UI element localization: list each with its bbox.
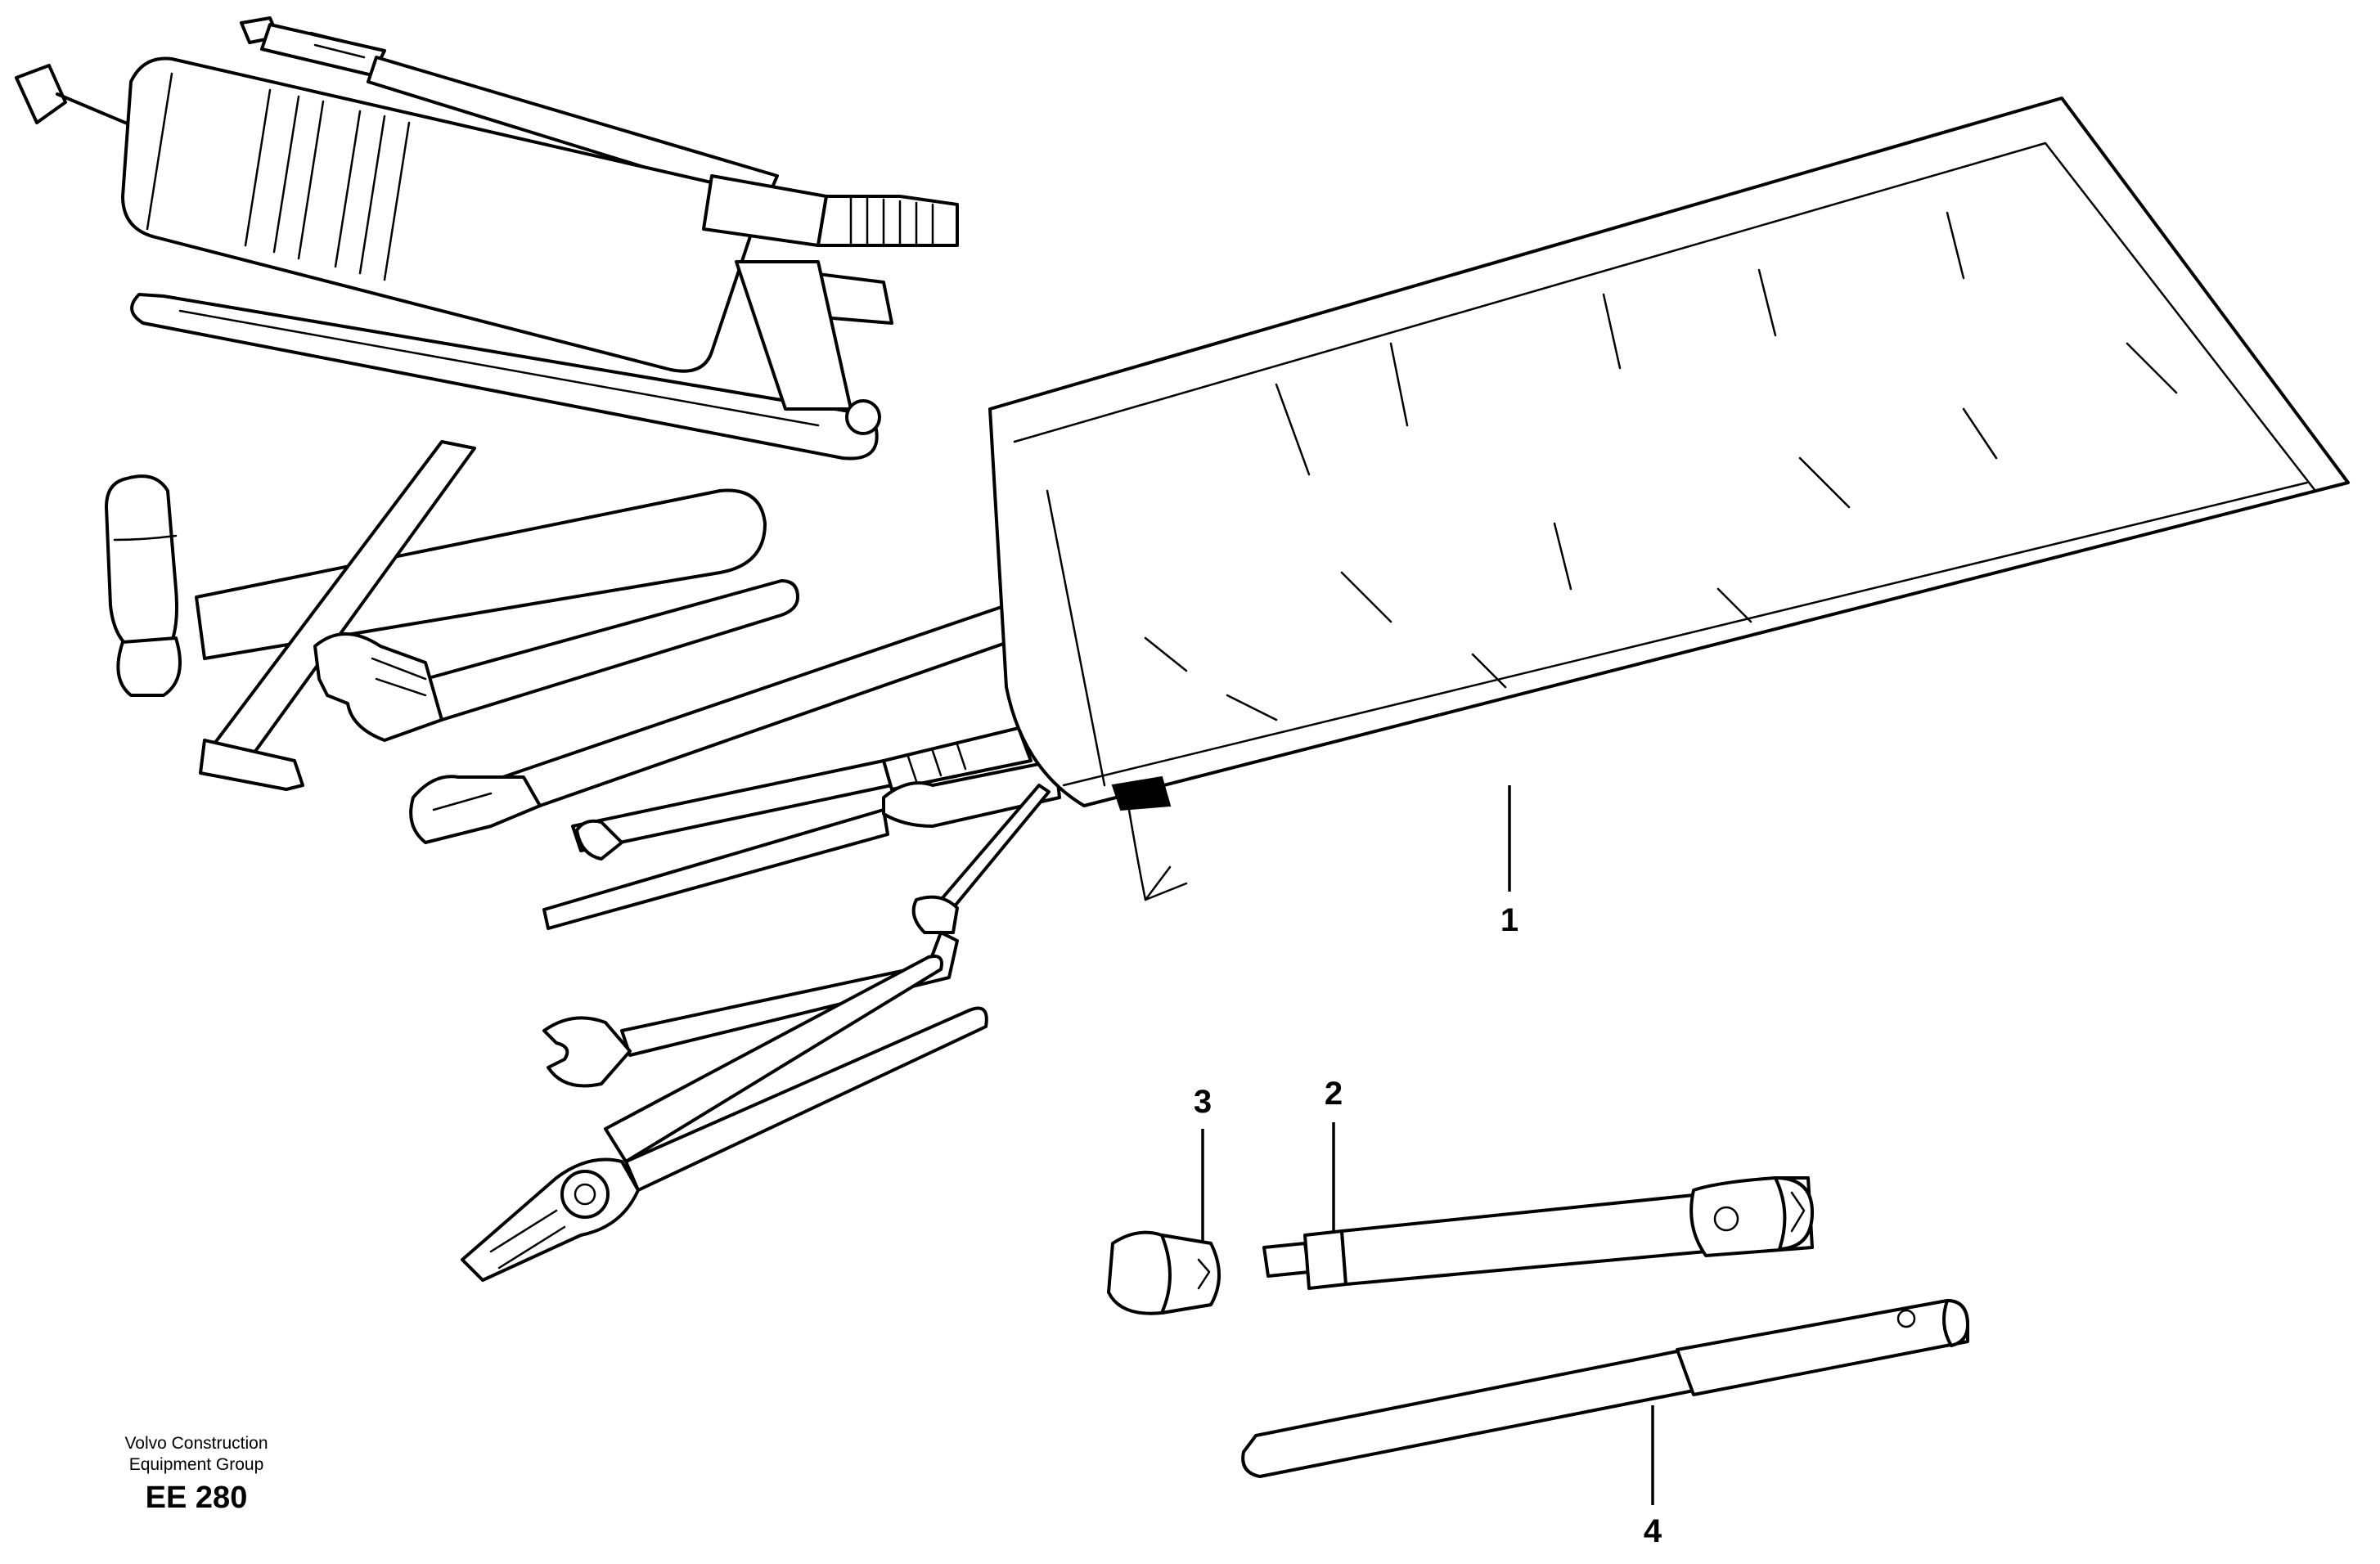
adjustable-wrench	[313, 579, 799, 742]
publisher-name-line1: Volvo Construction	[124, 1434, 268, 1453]
publisher-footer: Volvo Construction Equipment Group EE 28…	[90, 1433, 303, 1517]
hex-key	[199, 440, 476, 791]
small-wrench	[911, 784, 1051, 934]
callout-1: 1	[1500, 902, 1518, 938]
publisher-name-line2: Equipment Group	[128, 1455, 264, 1474]
callout-3: 3	[1194, 1084, 1212, 1120]
hammer	[105, 474, 767, 697]
illustration-code: EE 280	[145, 1481, 248, 1515]
callout-4: 4	[1644, 1513, 1662, 1549]
pliers	[461, 955, 988, 1282]
callout-2: 2	[1325, 1076, 1343, 1112]
t-bar-handle	[1241, 1299, 1969, 1478]
extension-bar	[1262, 1176, 1814, 1290]
screwdriver-upper	[571, 726, 1033, 861]
grease-gun	[15, 16, 959, 461]
tool-bag	[988, 97, 2350, 901]
socket	[1107, 1230, 1221, 1315]
